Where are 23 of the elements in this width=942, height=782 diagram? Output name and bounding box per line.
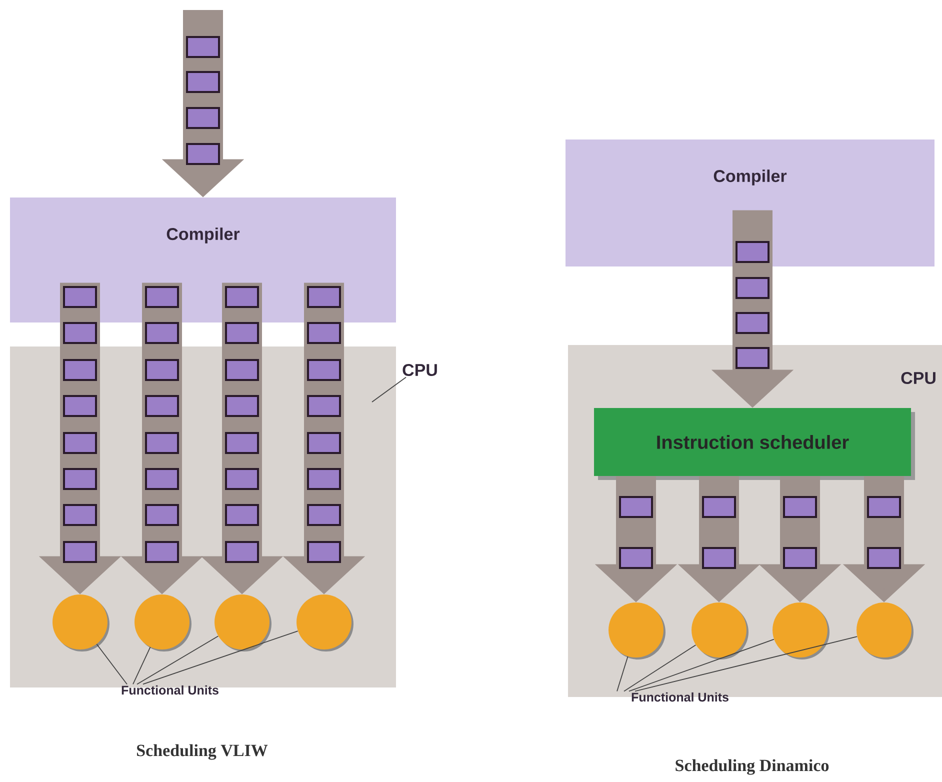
leader-line — [132, 646, 151, 685]
leader-line — [96, 644, 128, 685]
scheduler-box: Instruction scheduler — [594, 408, 915, 480]
leader-line — [634, 636, 858, 692]
functional-unit-circle — [52, 594, 110, 652]
functional-unit-circle — [608, 602, 666, 660]
functional-unit-circle — [214, 594, 272, 652]
leader-line — [628, 638, 774, 692]
functional-unit-circle — [772, 602, 830, 660]
functional-unit-circle — [856, 602, 914, 660]
functional-units-label: Functional Units — [122, 685, 218, 695]
caption: Scheduling VLIW — [137, 744, 268, 760]
caption: Scheduling Dinamico — [676, 759, 829, 775]
compiler-box: Compiler — [566, 140, 934, 266]
leader-line — [142, 630, 298, 685]
cpu-label: CPU — [402, 364, 437, 376]
functional-unit-circle — [692, 602, 748, 660]
leader-line — [616, 656, 628, 692]
functional-unit-circle — [134, 594, 192, 652]
leader-line — [136, 636, 219, 685]
leader-line — [624, 644, 696, 692]
leader-line — [372, 376, 406, 402]
functional-unit-circle — [296, 594, 354, 652]
